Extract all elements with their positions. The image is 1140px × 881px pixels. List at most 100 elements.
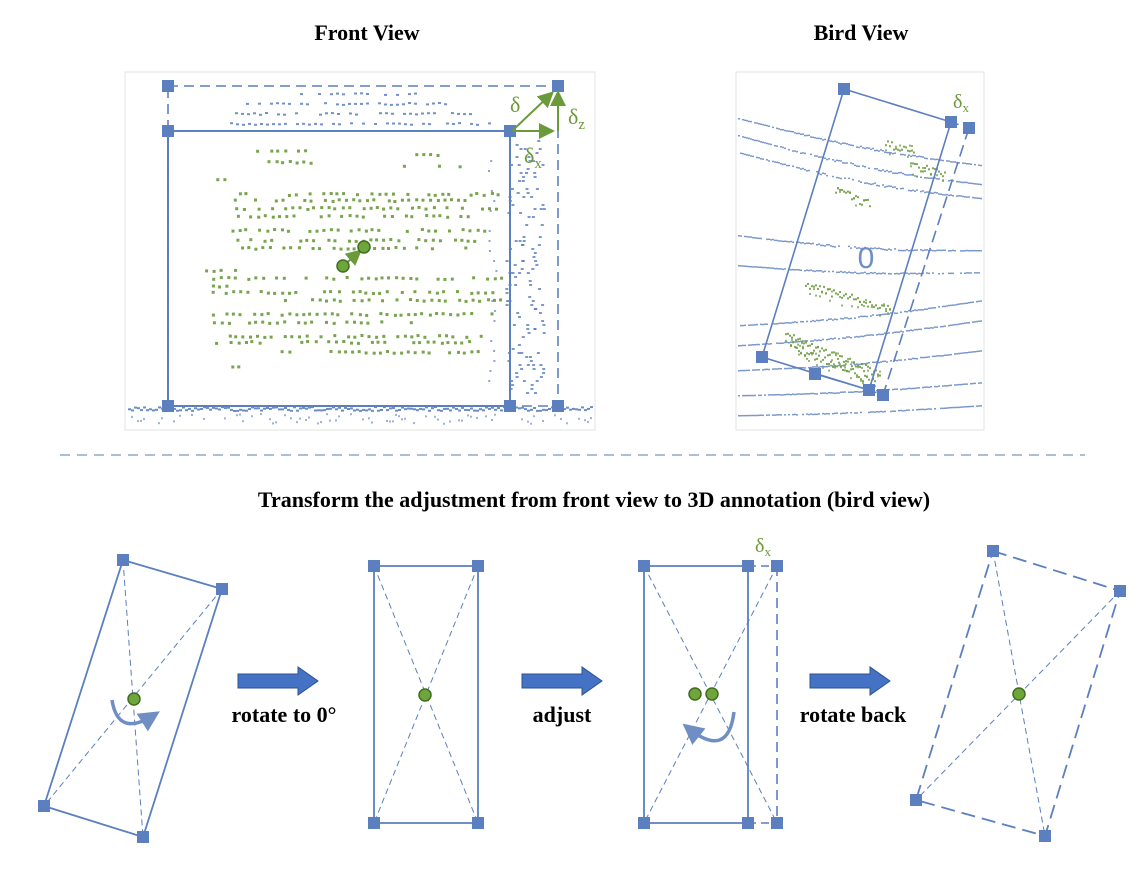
- point-cloud-dot: [900, 311, 902, 313]
- point-cloud-dot: [816, 339, 818, 342]
- front-view-handle-top-left[interactable]: [162, 125, 174, 137]
- point-cloud-dot: [816, 244, 818, 246]
- stage4-center: [1012, 687, 1026, 701]
- point-cloud-dot: [948, 407, 950, 409]
- point-cloud-dot: [980, 183, 982, 186]
- point-cloud-dot: [885, 144, 887, 147]
- front-view-title: Front View: [314, 20, 419, 45]
- point-cloud-dot: [856, 272, 858, 275]
- point-cloud-dot: [952, 272, 954, 275]
- bird-view-handle-bottom-right-adjusted[interactable]: [877, 389, 889, 401]
- point-cloud-dot: [843, 360, 845, 363]
- point-cloud-dot: [253, 312, 257, 316]
- point-cloud-dot: [516, 312, 520, 314]
- bird-view-handle-bottom-right[interactable]: [863, 384, 875, 396]
- point-cloud-dot: [946, 193, 948, 196]
- point-cloud-dot: [822, 338, 824, 341]
- point-cloud-dot: [534, 392, 537, 394]
- point-cloud-dot: [828, 158, 830, 160]
- point-cloud-dot: [956, 323, 958, 326]
- stage2-handle-top-left: [368, 560, 380, 572]
- point-cloud-dot: [209, 408, 212, 411]
- point-cloud-dot: [868, 362, 870, 364]
- point-cloud-dot: [356, 408, 359, 411]
- point-cloud-dot: [821, 291, 823, 294]
- point-cloud-dot: [200, 408, 203, 410]
- point-cloud-dot: [461, 406, 464, 409]
- point-cloud-dot: [924, 408, 926, 411]
- point-cloud-dot: [407, 313, 411, 317]
- point-cloud-dot: [962, 322, 964, 325]
- point-cloud-dot: [203, 417, 205, 420]
- point-cloud-dot: [786, 367, 788, 370]
- point-cloud-dot: [518, 272, 522, 274]
- front-view-handle-bottom-right[interactable]: [504, 400, 516, 412]
- point-cloud-dot: [499, 298, 503, 302]
- point-cloud-dot: [855, 204, 857, 207]
- point-cloud-dot: [964, 196, 966, 198]
- point-cloud-dot: [224, 417, 226, 420]
- point-cloud-dot: [944, 325, 946, 327]
- flow-arrow-1-icon: [237, 666, 319, 696]
- point-cloud-dot: [865, 199, 867, 201]
- point-cloud-dot: [870, 272, 872, 274]
- point-cloud-dot: [908, 358, 910, 360]
- point-cloud-dot: [223, 178, 227, 182]
- front-view-handle-bottom-right-adjusted[interactable]: [552, 400, 564, 412]
- point-cloud-dot: [890, 170, 892, 173]
- point-cloud-dot: [966, 302, 968, 304]
- point-cloud-dot: [916, 328, 918, 331]
- front-view-handle-bottom-left[interactable]: [162, 400, 174, 412]
- point-cloud-dot: [866, 376, 868, 378]
- point-cloud-dot: [379, 112, 382, 115]
- point-cloud-dot: [458, 298, 462, 302]
- point-cloud-dot: [286, 229, 290, 233]
- front-view-handle-top-right[interactable]: [504, 125, 516, 137]
- point-cloud-dot: [838, 338, 840, 340]
- point-cloud-dot: [270, 149, 274, 153]
- point-cloud-dot: [962, 162, 964, 164]
- point-cloud-dot: [942, 272, 944, 275]
- point-cloud-dot: [840, 143, 842, 145]
- point-cloud-dot: [872, 314, 874, 316]
- point-cloud-dot: [756, 343, 758, 346]
- point-cloud-dot: [904, 359, 906, 361]
- point-cloud-dot: [403, 112, 406, 115]
- point-cloud-dot: [756, 122, 758, 124]
- point-cloud-dot: [400, 351, 404, 355]
- point-cloud-dot: [978, 250, 980, 252]
- point-cloud-dot: [920, 309, 922, 311]
- point-cloud-dot: [930, 408, 932, 410]
- point-cloud-dot: [538, 236, 542, 238]
- point-cloud-dot: [746, 265, 748, 268]
- point-cloud-dot: [802, 242, 804, 244]
- bird-view-handle-bottom-left[interactable]: [756, 351, 768, 363]
- bird-view-handle-heading[interactable]: [809, 368, 821, 380]
- point-cloud-dot: [229, 341, 233, 344]
- point-cloud-dot: [488, 250, 491, 252]
- point-cloud-dot: [460, 341, 464, 345]
- point-cloud-dot: [317, 422, 319, 425]
- point-cloud-dot: [774, 145, 776, 147]
- point-cloud-dot: [143, 418, 145, 421]
- point-cloud-dot: [137, 407, 140, 410]
- point-cloud-dot: [796, 166, 798, 169]
- point-cloud-dot: [916, 249, 918, 251]
- point-cloud-dot: [843, 364, 845, 367]
- bird-view-handle-top-left[interactable]: [838, 83, 850, 95]
- point-cloud-dot: [826, 365, 828, 368]
- bird-view-handle-top-right-adjusted[interactable]: [963, 122, 975, 134]
- front-view-handle-top-left-adjusted[interactable]: [162, 80, 174, 92]
- point-cloud-dot: [489, 370, 492, 372]
- point-cloud-dot: [802, 367, 804, 369]
- point-cloud-dot: [768, 267, 770, 269]
- front-view-handle-top-right-adjusted[interactable]: [552, 80, 564, 92]
- bird-view-handle-top-right[interactable]: [945, 116, 957, 128]
- point-cloud-dot: [347, 408, 350, 410]
- point-cloud-dot: [866, 272, 868, 275]
- point-cloud-dot: [894, 248, 896, 250]
- point-cloud-dot: [930, 158, 932, 160]
- point-cloud-dot: [869, 301, 871, 303]
- point-cloud-dot: [338, 406, 341, 409]
- point-cloud-dot: [311, 247, 315, 250]
